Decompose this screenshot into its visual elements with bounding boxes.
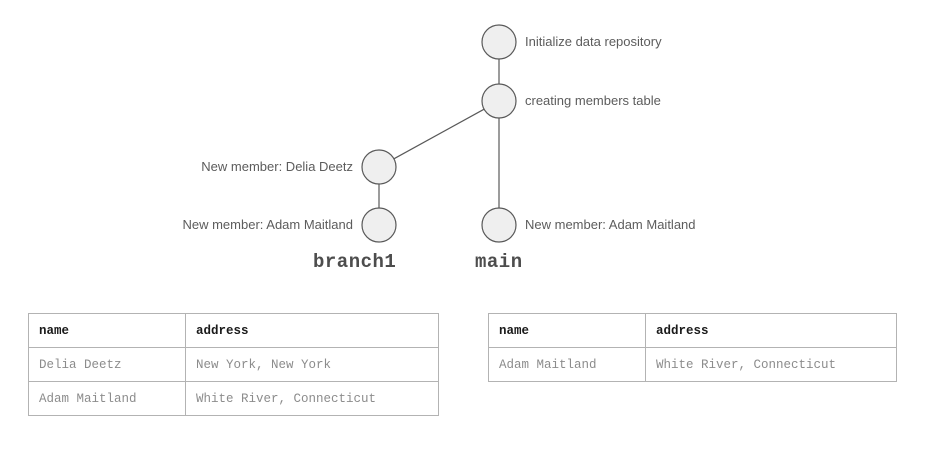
commit-node-branch1-c1[interactable] — [361, 149, 397, 185]
commit-node-branch1-c2[interactable] — [361, 207, 397, 243]
commit-node-main-c3[interactable] — [481, 207, 517, 243]
cell-name: Delia Deetz — [28, 347, 186, 382]
commit-message-branch1-c1: New member: Delia Deetz — [201, 159, 353, 174]
branch-name-main[interactable]: main — [475, 251, 523, 273]
table-header-row: name address — [488, 313, 897, 348]
commit-graph — [361, 24, 517, 243]
commit-node-main-c2[interactable] — [481, 83, 517, 119]
cell-name: Adam Maitland — [28, 381, 186, 416]
commit-edge — [393, 108, 485, 160]
column-header-address: address — [185, 313, 439, 348]
column-header-name: name — [488, 313, 646, 348]
commit-message-main-c2: creating members table — [525, 93, 661, 108]
commit-node-main-c1[interactable] — [481, 24, 517, 60]
table-header-row: name address — [28, 313, 439, 348]
cell-address: White River, Connecticut — [645, 347, 897, 382]
cell-address: New York, New York — [185, 347, 439, 382]
commit-message-branch1-c2: New member: Adam Maitland — [182, 217, 353, 232]
commit-message-main-c1: Initialize data repository — [525, 34, 662, 49]
cell-name: Adam Maitland — [488, 347, 646, 382]
commit-message-main-c3: New member: Adam Maitland — [525, 217, 696, 232]
column-header-address: address — [645, 313, 897, 348]
cell-address: White River, Connecticut — [185, 381, 439, 416]
branch-name-branch1[interactable]: branch1 — [313, 251, 397, 273]
column-header-name: name — [28, 313, 186, 348]
